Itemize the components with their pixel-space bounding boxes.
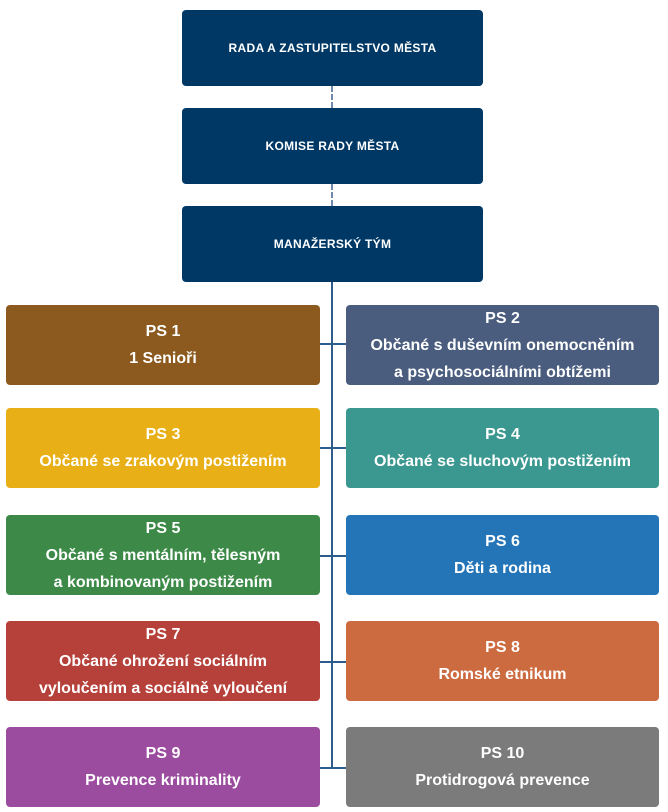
- connector-ps9: [320, 767, 333, 769]
- ps4-code: PS 4: [485, 426, 520, 443]
- ps4-box: PS 4 Občané se sluchovým postižením: [346, 408, 659, 488]
- connector-ps7: [320, 661, 333, 663]
- ps6-code: PS 6: [485, 533, 520, 550]
- ps1-line-1: 1 Senioři: [129, 350, 197, 367]
- ps8-code: PS 8: [485, 639, 520, 656]
- ps10-line-1: Protidrogová prevence: [415, 772, 590, 789]
- ps9-box: PS 9 Prevence kriminality: [6, 727, 320, 807]
- management-box: MANAŽERSKÝ TÝM: [182, 206, 483, 282]
- ps2-line-2: a psychosociálními obtížemi: [394, 363, 611, 381]
- council-label: RADA A ZASTUPITELSTVO MĚSTA: [228, 41, 437, 55]
- connector-trunk: [331, 282, 333, 769]
- ps5-line-1: Občané s mentálním, tělesným: [45, 546, 281, 564]
- connector-ps6: [333, 555, 346, 557]
- connector-ps5: [320, 555, 333, 557]
- connector-ps2: [333, 343, 346, 345]
- connector-ps4: [333, 447, 346, 449]
- ps7-code: PS 7: [145, 625, 181, 643]
- ps3-line-1: Občané se zrakovým postižením: [39, 453, 287, 470]
- connector-ps8: [333, 661, 346, 663]
- commission-label: KOMISE RADY MĚSTA: [265, 139, 400, 153]
- ps6-box: PS 6 Děti a rodina: [346, 515, 659, 595]
- ps10-box: PS 10 Protidrogová prevence: [346, 727, 659, 807]
- ps5-line-2: a kombinovaným postižením: [53, 573, 273, 591]
- ps5-code: PS 5: [145, 519, 181, 537]
- connector-commission-to-management: [331, 184, 333, 206]
- connector-ps1: [320, 343, 333, 345]
- ps7-line-2: vyloučením a sociálně vyloučení: [38, 679, 288, 697]
- ps8-box: PS 8 Romské etnikum: [346, 621, 659, 701]
- ps4-line-1: Občané se sluchovým postižením: [374, 453, 631, 470]
- ps2-box: PS 2 Občané s duševním onemocněním a psy…: [346, 305, 659, 385]
- ps7-line-1: Občané ohrožení sociálním: [58, 652, 268, 670]
- ps3-code: PS 3: [145, 426, 181, 443]
- ps8-line-1: Romské etnikum: [438, 666, 567, 683]
- ps9-line-1: Prevence kriminality: [85, 772, 241, 789]
- ps1-box: PS 1 1 Senioři: [6, 305, 320, 385]
- ps10-code: PS 10: [480, 745, 525, 762]
- ps3-box: PS 3 Občané se zrakovým postižením: [6, 408, 320, 488]
- council-box: RADA A ZASTUPITELSTVO MĚSTA: [182, 10, 483, 86]
- ps2-line-1: Občané s duševním onemocněním: [370, 336, 635, 354]
- ps7-box: PS 7 Občané ohrožení sociálním vyloučení…: [6, 621, 320, 701]
- ps2-code: PS 2: [485, 309, 520, 327]
- connector-ps10: [333, 767, 346, 769]
- management-label: MANAŽERSKÝ TÝM: [273, 237, 392, 251]
- ps5-box: PS 5 Občané s mentálním, tělesným a komb…: [6, 515, 320, 595]
- ps1-code: PS 1: [145, 323, 181, 340]
- connector-ps3: [320, 447, 333, 449]
- connector-council-to-commission: [331, 86, 333, 108]
- commission-box: KOMISE RADY MĚSTA: [182, 108, 483, 184]
- ps6-line-1: Děti a rodina: [454, 560, 551, 577]
- ps9-code: PS 9: [145, 745, 181, 762]
